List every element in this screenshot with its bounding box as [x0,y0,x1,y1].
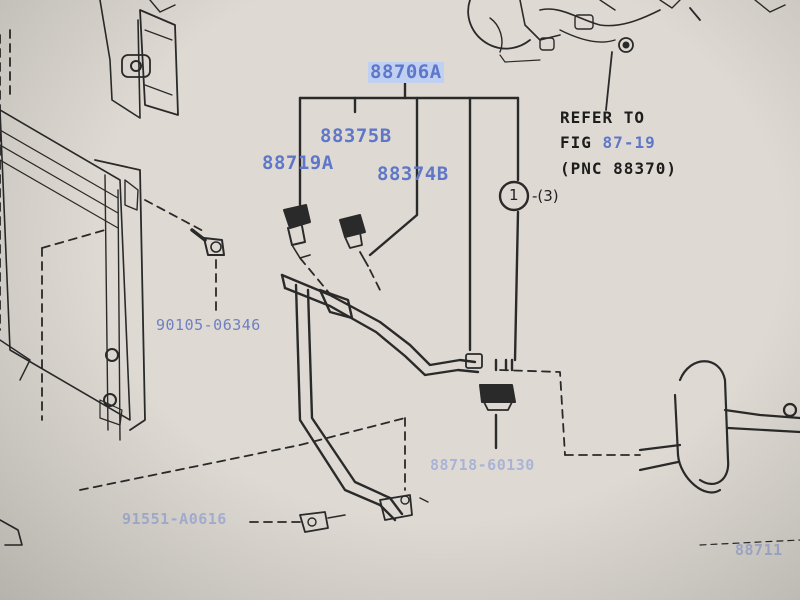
lower-fittings [299,494,429,533]
part-number-lower-right: 88711 [735,541,783,559]
part-number-88719a: 88719A [262,152,334,174]
reference-pnc-open: (PNC [560,159,603,178]
valve-parts [283,204,369,267]
reference-line-3: (PNC 88370) [560,161,677,177]
reference-leader [605,51,613,111]
reference-line-2: FIG 87-19 [560,135,656,151]
reference-line-1: REFER TO [560,108,646,127]
reference-pnc-number: 88370 [613,159,667,178]
refrigerant-pipe [280,273,514,522]
bolt-part-number: 90105-06346 [156,316,261,334]
callout-number: 1 [509,186,519,204]
condenser-frame [0,109,146,546]
wire-harness [467,0,786,63]
bolt-shape [190,228,225,256]
receiver-cap [479,384,516,450]
assembly-bracket [298,80,520,362]
right-hose [638,360,800,494]
part-number-88374b: 88374B [377,163,449,185]
reference-pnc-close: ) [666,159,677,178]
part-number-lower-left: 91551-A0616 [122,510,227,528]
part-number-88375b: 88375B [320,125,392,147]
callout-circle [498,180,530,212]
reference-fig-number[interactable]: 87-19 [602,133,656,152]
part-number-lower-mid: 88718-60130 [430,456,535,474]
assembly-part-number: 88706A [368,61,444,83]
callout-quantity: -(3) [532,187,559,205]
reference-fig-prefix: FIG [560,133,592,152]
dashed-leaders [0,29,641,523]
right-dashed [699,539,800,546]
receiver-tank [99,0,179,119]
